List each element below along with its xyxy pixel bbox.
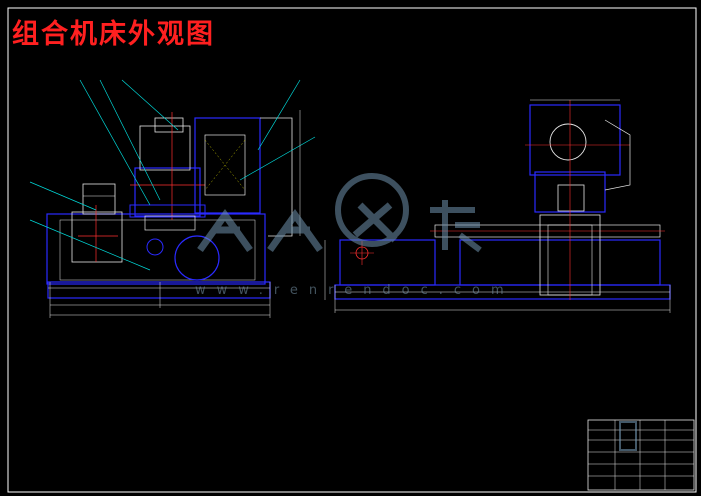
side-view (324, 99, 671, 313)
front-motor (82, 183, 116, 215)
side-tool-wheel (549, 123, 587, 161)
watermark-figure-1 (197, 208, 253, 253)
watermark-url: www.renrendoc.com (195, 283, 515, 298)
title-block (587, 419, 695, 491)
front-cabinet-diag2 (204, 139, 246, 191)
front-bed-inner (59, 219, 256, 281)
side-top-frame (529, 104, 621, 176)
front-leader-7 (29, 219, 151, 271)
front-fixture (71, 211, 123, 263)
front-cabinet (204, 134, 246, 196)
front-leader-5 (239, 136, 316, 181)
front-leader-6 (29, 181, 97, 211)
front-bed (46, 213, 266, 285)
front-top-block (154, 117, 184, 133)
front-leader-3 (121, 79, 179, 131)
front-pulley-large (174, 235, 220, 281)
side-spindle-box (557, 184, 585, 212)
side-right-bracket (604, 119, 631, 191)
front-leader-4 (257, 79, 301, 151)
front-leader-2 (99, 79, 161, 201)
watermark-circle (335, 173, 409, 247)
front-leader-1 (79, 79, 151, 206)
watermark-figure-4 (430, 200, 482, 253)
side-bed-right (459, 239, 661, 286)
front-slide (129, 204, 206, 218)
front-power-head-top (139, 125, 191, 171)
watermark-logo (197, 173, 482, 253)
drawing-title: 组合机床外观图 (12, 19, 215, 50)
front-pulley-small (146, 238, 164, 256)
title-block-logo (619, 421, 637, 451)
front-power-head (134, 167, 201, 217)
drawing-frame (7, 7, 697, 493)
side-bed (339, 239, 436, 286)
watermark-figure-3 (352, 202, 398, 243)
watermark-figure-2 (267, 208, 323, 253)
title-block-frame (587, 419, 695, 491)
front-table (144, 215, 196, 231)
